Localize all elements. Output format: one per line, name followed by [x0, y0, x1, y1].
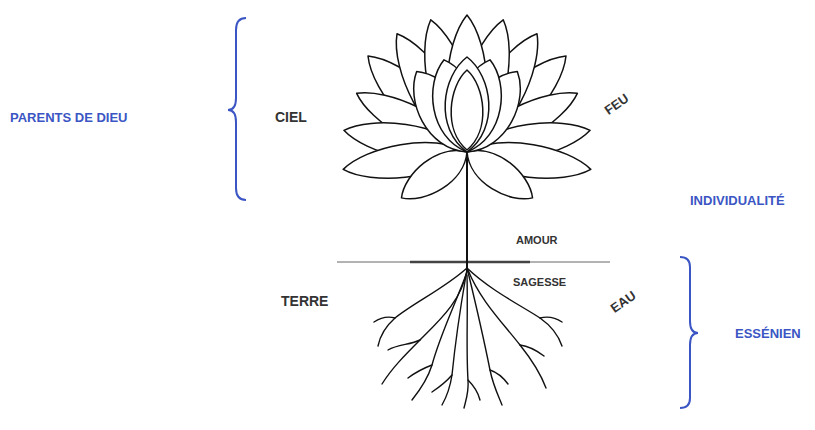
group-label: INDIVIDUALITÉ — [690, 193, 785, 209]
quality-label: AMOUR — [516, 234, 558, 247]
right-brace — [680, 257, 698, 408]
ground-line — [337, 262, 610, 263]
element-label: FEU — [602, 90, 632, 118]
element-label: CIEL — [275, 109, 307, 126]
element-label: TERRE — [281, 293, 328, 310]
stem — [466, 150, 468, 272]
element-label: EAU — [608, 288, 639, 317]
roots — [374, 268, 562, 408]
quality-label: SAGESSE — [513, 276, 566, 289]
group-label: ESSÉNIEN — [735, 326, 801, 342]
lotus-flower — [341, 15, 593, 211]
left-brace — [228, 18, 246, 200]
group-label: PARENTS DE DIEU — [10, 110, 128, 126]
ground-line-center — [410, 261, 530, 264]
